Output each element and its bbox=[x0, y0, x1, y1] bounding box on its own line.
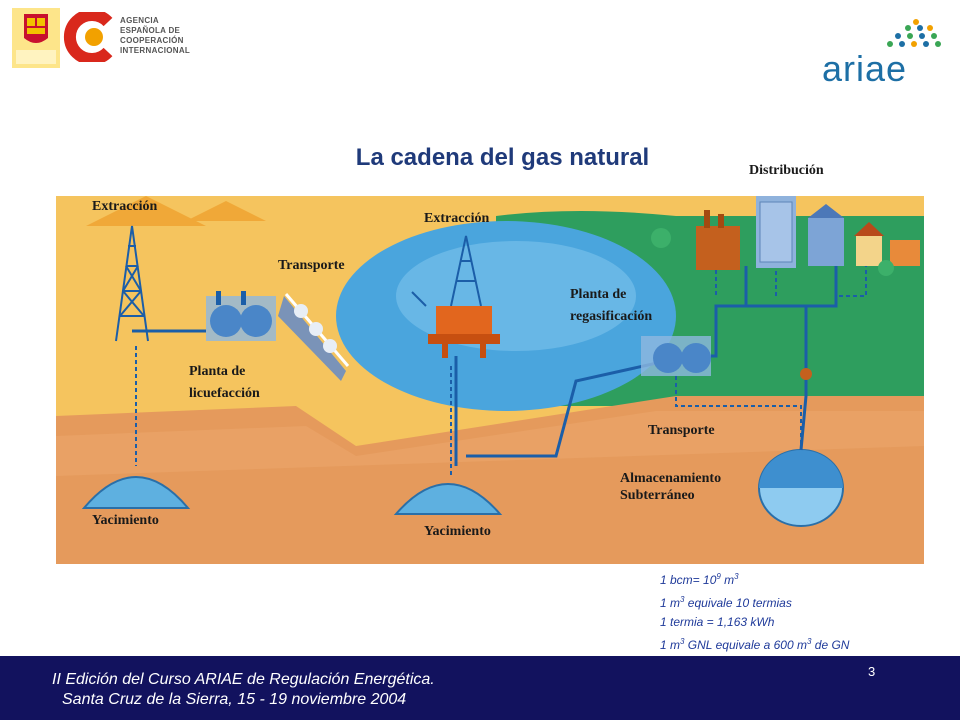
label-almacenamiento: Almacenamiento Subterráneo bbox=[620, 471, 722, 503]
label-extraccion-onshore: Extracción bbox=[92, 199, 158, 214]
reservoir-center bbox=[393, 483, 503, 515]
label-transporte-pipeline: Transporte bbox=[648, 423, 715, 438]
distribution-buildings bbox=[651, 196, 920, 276]
footer-course-info: II Edición del Curso ARIAE de Regulación… bbox=[52, 671, 435, 708]
label-extraccion-offshore: Extracción bbox=[424, 211, 490, 226]
onshore-rig bbox=[115, 225, 149, 342]
label-yacimiento-onshore: Yacimiento bbox=[92, 513, 159, 528]
unit-conversion-notes: 1 bcm= 109 m3 1 m3 equivale 10 termias 1… bbox=[660, 572, 850, 652]
label-planta-licuefaccion: Planta de licuefacción bbox=[189, 364, 260, 401]
lng-tanker-ship bbox=[278, 293, 350, 381]
reservoir-left bbox=[81, 476, 191, 509]
regasification-plant bbox=[641, 336, 711, 376]
label-planta-regasificacion: Planta de regasificación bbox=[570, 287, 653, 324]
footer-bar bbox=[0, 656, 960, 720]
gas-chain-illustration bbox=[56, 196, 924, 564]
label-distribucion: Distribución bbox=[749, 163, 824, 178]
ariae-dots-icon bbox=[887, 19, 941, 47]
label-transporte-ship: Transporte bbox=[278, 258, 345, 273]
agency-name: AGENCIA ESPAÑOLA DE COOPERACIÓN INTERNAC… bbox=[120, 16, 191, 55]
aeci-c-logo bbox=[63, 12, 113, 62]
slide-title: La cadena del gas natural bbox=[355, 144, 650, 171]
label-yacimiento-offshore: Yacimiento bbox=[424, 524, 491, 539]
ariae-logo: ariae bbox=[822, 48, 908, 89]
offshore-platform bbox=[411, 235, 500, 358]
valve-station bbox=[800, 368, 812, 380]
liquefaction-plant bbox=[206, 291, 276, 341]
ministerio-shield-logo bbox=[12, 8, 60, 68]
slide-number: 3 bbox=[868, 664, 876, 679]
